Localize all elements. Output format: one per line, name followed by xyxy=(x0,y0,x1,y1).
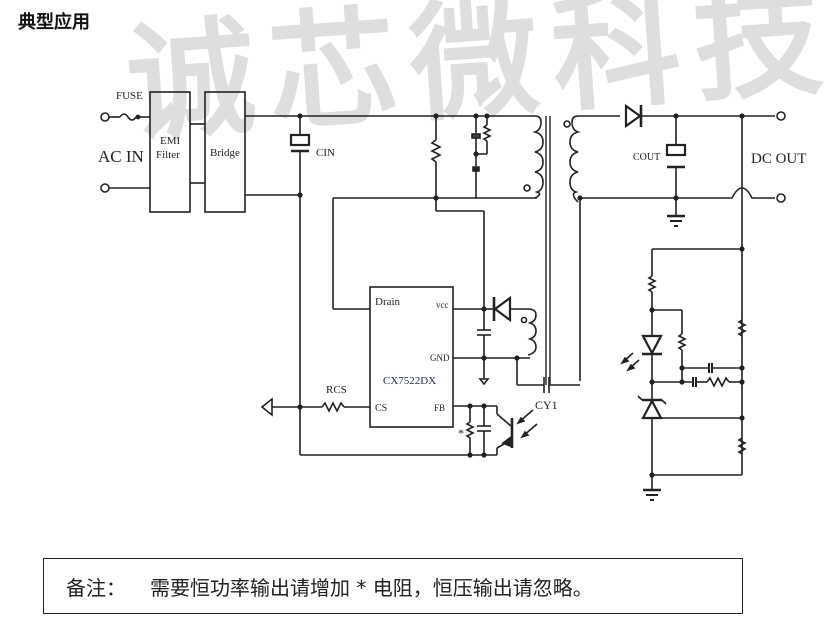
bridge-label: Bridge xyxy=(210,147,240,159)
transformer-secondary xyxy=(563,115,718,381)
ic-cx7522dx xyxy=(369,286,454,428)
cout-capacitor xyxy=(665,113,687,215)
circuit-schematic: FUSE AC IN EMI Filter Bridge CIN xyxy=(98,90,806,501)
cout-label: COUT xyxy=(633,152,660,163)
pin-vcc-label: vcc xyxy=(436,300,449,310)
cy1-capacitor xyxy=(543,377,580,393)
page-title: 典型应用 xyxy=(18,12,90,33)
pin-drain-label: Drain xyxy=(375,296,401,308)
note-label: 备注： xyxy=(66,575,126,600)
vcc-network xyxy=(453,295,544,386)
ac-input-terminals xyxy=(100,112,150,193)
ic-name-label: CX7522DX xyxy=(383,375,436,387)
bridge-block xyxy=(204,91,246,213)
pin-fb-label: FB xyxy=(434,403,445,413)
emi-filter-label: EMI xyxy=(160,135,181,147)
note-box: 备注： 需要恒功率输出请增加 * 电阻，恒压输出请忽略。 xyxy=(43,558,743,614)
note-text: 需要恒功率输出请增加 * 电阻，恒压输出请忽略。 xyxy=(150,575,593,600)
pin-gnd-label: GND xyxy=(430,353,450,363)
cin-capacitor xyxy=(289,116,311,455)
dc-out-label: DC OUT xyxy=(751,151,806,167)
tl431-regulator xyxy=(637,395,747,490)
fuse-label: FUSE xyxy=(116,90,143,102)
cin-label: CIN xyxy=(316,147,335,159)
fb-network xyxy=(300,403,497,458)
output-diode xyxy=(624,103,775,129)
dc-output-terminals xyxy=(718,111,786,475)
star-marker: * xyxy=(458,426,464,440)
transformer-primary xyxy=(333,115,544,199)
rcs-resistor xyxy=(260,397,370,417)
snubber-resistor xyxy=(430,113,442,201)
ground-symbol-secondary xyxy=(643,488,661,501)
rcd-clamp xyxy=(471,113,492,198)
ground-symbol xyxy=(667,214,685,227)
emi-filter-block xyxy=(149,91,191,213)
fuse-symbol xyxy=(119,113,150,121)
emi-filter-label-2: Filter xyxy=(156,149,180,161)
feedback-network xyxy=(647,246,747,388)
rcs-label: RCS xyxy=(326,384,347,396)
optocoupler-led xyxy=(620,334,663,400)
optocoupler-transistor xyxy=(496,406,538,455)
cy1-label: CY1 xyxy=(535,398,558,412)
pin-cs-label: CS xyxy=(375,403,387,414)
ac-in-label: AC IN xyxy=(98,147,144,166)
